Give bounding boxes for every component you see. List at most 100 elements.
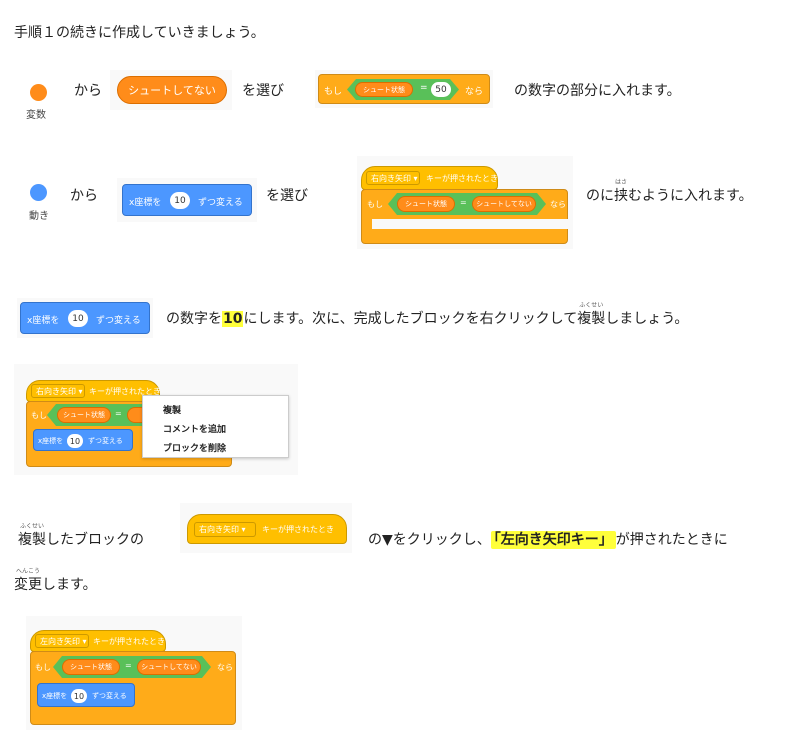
- shoot-state-variable[interactable]: シュート状態: [397, 196, 455, 212]
- row2-select-text: を選び: [266, 188, 308, 204]
- shoot-not-reporter-block[interactable]: シュートしてない: [117, 76, 227, 104]
- change-x-block-row6[interactable]: x座標を 10 ずつ変える: [37, 683, 135, 707]
- value-50-field[interactable]: 50: [431, 82, 451, 97]
- if-c-slot: [372, 219, 568, 229]
- ruby-text: はさ: [614, 179, 628, 186]
- ruby-text: ふくせい: [579, 302, 604, 309]
- then-label: なら: [217, 663, 233, 672]
- ruby-henkou: 変更へんこう: [14, 568, 42, 594]
- shoot-state-variable[interactable]: シュート状態: [62, 659, 120, 675]
- row2-tail-text: のに挟 はさむように入れます。: [586, 179, 753, 205]
- row3-text-post: しましょう。: [605, 311, 689, 327]
- ruby-fukusei: 複製ふくせい: [18, 523, 46, 549]
- equals-operator[interactable]: シュート状態 = シ: [47, 404, 167, 426]
- ruby-text: へんこう: [15, 568, 41, 575]
- if-label: もし: [35, 663, 51, 672]
- change-x-block-row3[interactable]: x座標を 10 ずつ変える: [20, 302, 150, 334]
- if-label: もし: [31, 411, 47, 420]
- key-dropdown[interactable]: 右向き矢印 ▾: [31, 384, 85, 398]
- equals-operator[interactable]: シュート状態 = シュートしてない: [53, 656, 211, 678]
- hat-rest-text: キーが押されたとき: [89, 387, 161, 396]
- row2-tail-post: むように入れます。: [628, 188, 753, 204]
- row1-tail-text: の数字の部分に入れます。: [514, 83, 681, 99]
- key-dropdown[interactable]: 右向き矢印 ▾: [366, 171, 420, 185]
- change-x-block[interactable]: x座標を 10 ずつ変える: [122, 184, 252, 216]
- equals-sign: =: [115, 409, 122, 418]
- shoot-not-reporter[interactable]: シュートしてない: [472, 196, 536, 212]
- hat-rest-text: キーが押されたとき: [426, 174, 498, 183]
- variables-category-icon: [30, 84, 47, 101]
- shoot-state-variable[interactable]: シュート状態: [57, 407, 111, 423]
- key-dropdown[interactable]: 左向き矢印 ▾: [35, 634, 89, 648]
- motion-category-icon: [30, 184, 47, 201]
- key-pressed-hat-block-row6[interactable]: 左向き矢印 ▾ キーが押されたとき: [30, 630, 166, 652]
- ruby-base: 複製: [18, 532, 46, 548]
- then-label: なら: [550, 200, 566, 209]
- key-pressed-hat-block[interactable]: 右向き矢印 ▾ キーが押されたとき: [26, 380, 161, 402]
- if-label: もし: [367, 200, 383, 209]
- highlight-10: 10: [222, 311, 244, 327]
- key-dropdown[interactable]: 右向き矢印 ▾: [194, 522, 256, 537]
- change-x-post: ずつ変える: [198, 198, 243, 208]
- row5-mid: の▼をクリックし、: [368, 532, 491, 548]
- highlight-left-arrow-key: 「左向き矢印キー」: [490, 531, 616, 549]
- ruby-base: 挟: [614, 188, 628, 204]
- menu-item-duplicate[interactable]: 複製: [163, 406, 182, 416]
- if-label: もし: [324, 87, 343, 97]
- row5-line2: 変更 へんこうします。: [14, 568, 97, 594]
- row5-text-pre: 複製 ふくせいしたブロックの: [18, 523, 144, 549]
- menu-item-add-comment[interactable]: コメントを追加: [163, 425, 227, 435]
- menu-item-delete-block[interactable]: ブロックを削除: [163, 444, 227, 454]
- row3-text-pre: の数字を: [166, 311, 222, 327]
- context-menu: 複製 コメントを追加 ブロックを削除: [142, 395, 289, 458]
- equals-operator[interactable]: シュート状態 = シュートしてない: [388, 193, 546, 215]
- row5-text-main: の▼をクリックし、「左向き矢印キー」が押されたときに: [368, 529, 728, 549]
- row5-pre: したブロックの: [46, 532, 144, 548]
- equals-sign: =: [125, 661, 132, 670]
- then-label: なら: [465, 87, 484, 97]
- row3-text: の数字を10にします。次に、完成したブロックを右クリックして複製 ふくせいしましょ…: [166, 302, 689, 328]
- change-x-value-field[interactable]: 10: [67, 434, 83, 448]
- row5-post: が押されたときに: [615, 532, 728, 548]
- change-x-post: ずつ変える: [96, 316, 141, 326]
- equals-operator[interactable]: シュート状態 = 50: [347, 79, 459, 100]
- key-dropdown-label: 右向き矢印: [199, 525, 239, 534]
- ruby-text: ふくせい: [19, 523, 45, 530]
- row5-line2-post: します。: [42, 577, 97, 593]
- change-x-pre: x座標を: [129, 198, 162, 208]
- key-pressed-hat-block[interactable]: 右向き矢印 ▾ キーが押されたとき: [361, 166, 498, 190]
- row1-select-text: を選び: [242, 83, 284, 99]
- key-pressed-hat-block-row5[interactable]: 右向き矢印 ▾ キーが押されたとき: [187, 514, 347, 544]
- row1-from-text: から: [74, 83, 102, 99]
- shoot-state-variable[interactable]: シュート状態: [355, 82, 413, 97]
- key-dropdown-label: 左向き矢印: [40, 636, 80, 646]
- hat-rest-text: キーが押されたとき: [262, 525, 334, 534]
- row3-text-mid: にします。次に、完成したブロックを右クリックして: [243, 311, 578, 327]
- ruby-base: 変更: [14, 577, 42, 593]
- if-c-block[interactable]: もし シュート状態 = シュートしてない なら: [361, 189, 568, 244]
- change-x-block-row4[interactable]: x座標を 10 ずつ変える: [33, 429, 133, 451]
- intro-text: 手順１の続きに作成していきましょう。: [14, 25, 265, 41]
- equals-sign: =: [420, 83, 428, 93]
- hat-rest-text: キーが押されたとき: [93, 637, 165, 646]
- key-dropdown-label: 右向き矢印: [36, 386, 76, 396]
- equals-sign: =: [460, 198, 467, 207]
- change-x-pre: x座標を: [38, 437, 64, 445]
- key-dropdown-label: 右向き矢印: [371, 173, 411, 183]
- ruby-base: 複製: [577, 311, 606, 327]
- row2-tail-pre: のに: [586, 188, 614, 204]
- change-x-pre: x座標を: [42, 692, 68, 700]
- change-x-value-field[interactable]: 10: [71, 689, 87, 703]
- if-c-block-row6[interactable]: もし シュート状態 = シュートしてない なら x座標を 10 ずつ変える: [30, 651, 236, 725]
- change-x-value-field[interactable]: 10: [68, 310, 88, 327]
- ruby-hasamu: 挟はさ: [614, 179, 628, 205]
- variables-category-label: 変数: [26, 110, 46, 121]
- shoot-not-reporter[interactable]: シュートしてない: [137, 659, 201, 675]
- change-x-value-field[interactable]: 10: [170, 192, 190, 209]
- change-x-pre: x座標を: [27, 316, 60, 326]
- change-x-post: ずつ変える: [88, 437, 123, 445]
- change-x-post: ずつ変える: [92, 692, 127, 700]
- if-block[interactable]: もし シュート状態 = 50 なら: [318, 74, 490, 104]
- ruby-fukusei: 複製ふくせい: [577, 302, 606, 328]
- row2-from-text: から: [70, 188, 98, 204]
